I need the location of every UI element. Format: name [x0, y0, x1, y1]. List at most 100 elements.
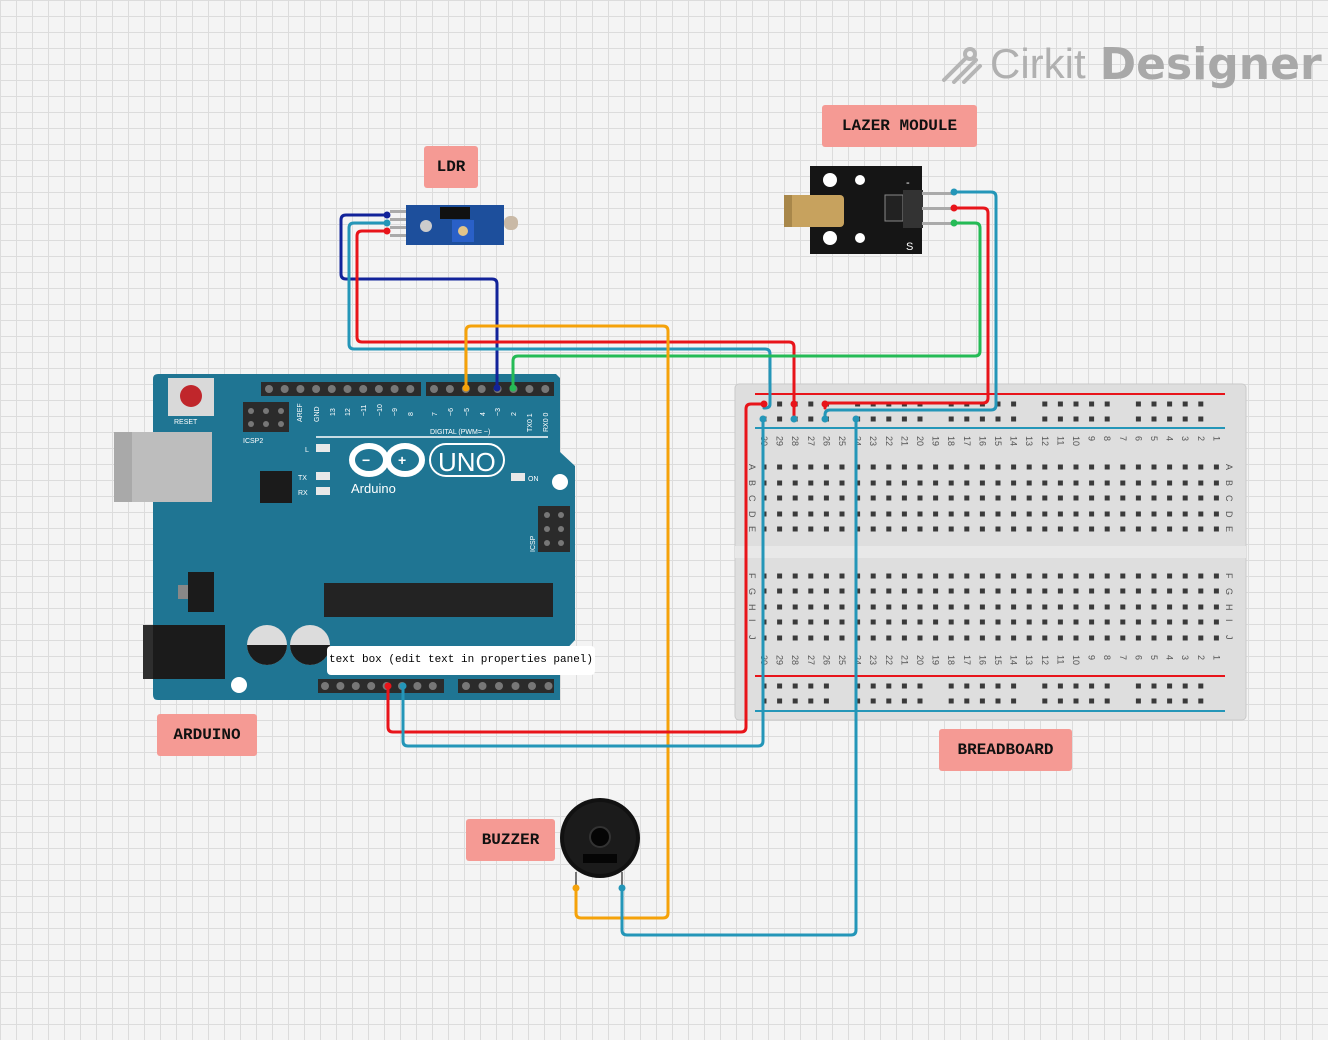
- column-label: 3: [1180, 655, 1190, 660]
- pin-label: ~3: [495, 408, 502, 416]
- column-label: 6: [1133, 436, 1143, 441]
- arduino-infinity-logo: [349, 443, 425, 477]
- pin-label: RX0 0: [543, 412, 550, 432]
- laser-diode-barrel: [784, 195, 844, 227]
- svg-text:−: −: [362, 452, 370, 468]
- column-label: 21: [899, 655, 909, 665]
- wire-power-red[interactable]: [386, 402, 766, 734]
- column-label: 25: [837, 436, 847, 446]
- uno-badge: [429, 443, 505, 477]
- pin-label: 4: [480, 412, 487, 416]
- column-label: 19: [931, 655, 941, 665]
- column-label: 26: [821, 436, 831, 446]
- row-label: E: [747, 526, 757, 532]
- voltage-regulator: [188, 572, 214, 612]
- pin-label: ~9: [392, 408, 399, 416]
- wire-ldr-red[interactable]: [355, 229, 796, 421]
- breadboard-labels: 3030292928282727262625252424232322222121…: [747, 436, 1234, 665]
- arduino-brand-text: Arduino: [351, 481, 396, 496]
- icsp2-header: [243, 402, 289, 432]
- row-label: C: [1224, 495, 1234, 502]
- column-label: 10: [1071, 436, 1081, 446]
- digital-pwm-label: DIGITAL (PWM= ~): [430, 429, 490, 436]
- column-label: 24: [853, 436, 863, 446]
- wire-laser-green[interactable]: [511, 221, 982, 390]
- header-power: [318, 679, 444, 693]
- wire-ground-teal[interactable]: [401, 417, 765, 748]
- row-label: A: [1224, 464, 1234, 470]
- led-on: [511, 473, 525, 481]
- column-label: 26: [821, 655, 831, 665]
- logo-word-cirkit: Cirkit: [990, 40, 1086, 87]
- label-lazer-module[interactable]: LAZER MODULE: [822, 105, 977, 147]
- chip-atmega: [324, 583, 553, 617]
- column-label: 16: [977, 655, 987, 665]
- column-label: 11: [1055, 655, 1065, 664]
- lazer-module[interactable]: - S: [784, 166, 956, 254]
- column-label: 10: [1071, 655, 1081, 665]
- pin-label: 7: [432, 412, 439, 416]
- svg-text:RX: RX: [298, 490, 308, 497]
- text-box[interactable]: text box (edit text in properties panel): [327, 646, 595, 675]
- led-rx: [316, 487, 330, 495]
- column-label: 21: [899, 436, 909, 446]
- column-label: 14: [1009, 436, 1019, 446]
- column-label: 8: [1102, 436, 1112, 441]
- comparator-chip: [440, 207, 470, 219]
- buzzer[interactable]: [560, 798, 640, 890]
- column-label: 27: [806, 436, 816, 446]
- led-tx: [316, 472, 330, 480]
- column-label: 9: [1087, 655, 1097, 660]
- wire-buzzer-teal[interactable]: [620, 417, 858, 937]
- column-label: 9: [1087, 436, 1097, 441]
- column-label: 18: [946, 436, 956, 446]
- column-label: 28: [790, 436, 800, 446]
- column-label: 17: [962, 436, 972, 446]
- svg-text:ON: ON: [528, 476, 539, 483]
- column-label: 13: [1024, 655, 1034, 665]
- label-arduino[interactable]: ARDUINO: [157, 714, 257, 756]
- row-label: I: [747, 619, 757, 622]
- column-label: 4: [1165, 436, 1175, 441]
- row-label: G: [747, 588, 757, 595]
- column-label: 25: [837, 655, 847, 665]
- icsp-label: ICSP: [530, 535, 537, 552]
- pin-label: 13: [330, 408, 337, 416]
- pin-label-gnd: GND: [314, 406, 321, 422]
- column-label: 20: [915, 436, 925, 446]
- label-buzzer[interactable]: BUZZER: [466, 819, 555, 861]
- column-label: 3: [1180, 436, 1190, 441]
- column-label: 5: [1149, 436, 1159, 441]
- photoresistor: [504, 216, 518, 230]
- column-label: 18: [946, 655, 956, 665]
- row-label: B: [747, 480, 757, 486]
- wire-ldr-teal[interactable]: [347, 221, 772, 410]
- pin-label: ~5: [464, 408, 471, 416]
- label-breadboard[interactable]: BREADBOARD: [939, 729, 1072, 771]
- wire-buzzer-orange[interactable]: [464, 324, 670, 920]
- pin-label: 2: [511, 412, 518, 416]
- icsp2-label: ICSP2: [243, 438, 263, 445]
- column-label: 15: [993, 655, 1003, 665]
- column-label: 23: [868, 436, 878, 446]
- pin-label: 12: [345, 408, 352, 416]
- wire-laser-teal[interactable]: [823, 190, 998, 421]
- column-label: 13: [1024, 436, 1034, 446]
- ldr-module[interactable]: [390, 205, 518, 245]
- wire-ldr-blue[interactable]: [339, 213, 499, 390]
- label-ldr[interactable]: LDR: [424, 146, 478, 188]
- column-label: 14: [1009, 655, 1019, 665]
- reset-button-cap[interactable]: [180, 385, 202, 407]
- column-label: 11: [1055, 436, 1065, 445]
- pin-label: ~10: [377, 404, 384, 416]
- column-label: 29: [775, 436, 785, 446]
- column-label: 7: [1118, 436, 1128, 441]
- column-label: 22: [884, 655, 894, 665]
- svg-text:+: +: [398, 452, 406, 468]
- row-label: G: [1224, 588, 1234, 595]
- column-label: 23: [868, 655, 878, 665]
- breadboard[interactable]: 3030292928282727262625252424232322222121…: [734, 383, 1247, 721]
- row-label: H: [747, 604, 757, 611]
